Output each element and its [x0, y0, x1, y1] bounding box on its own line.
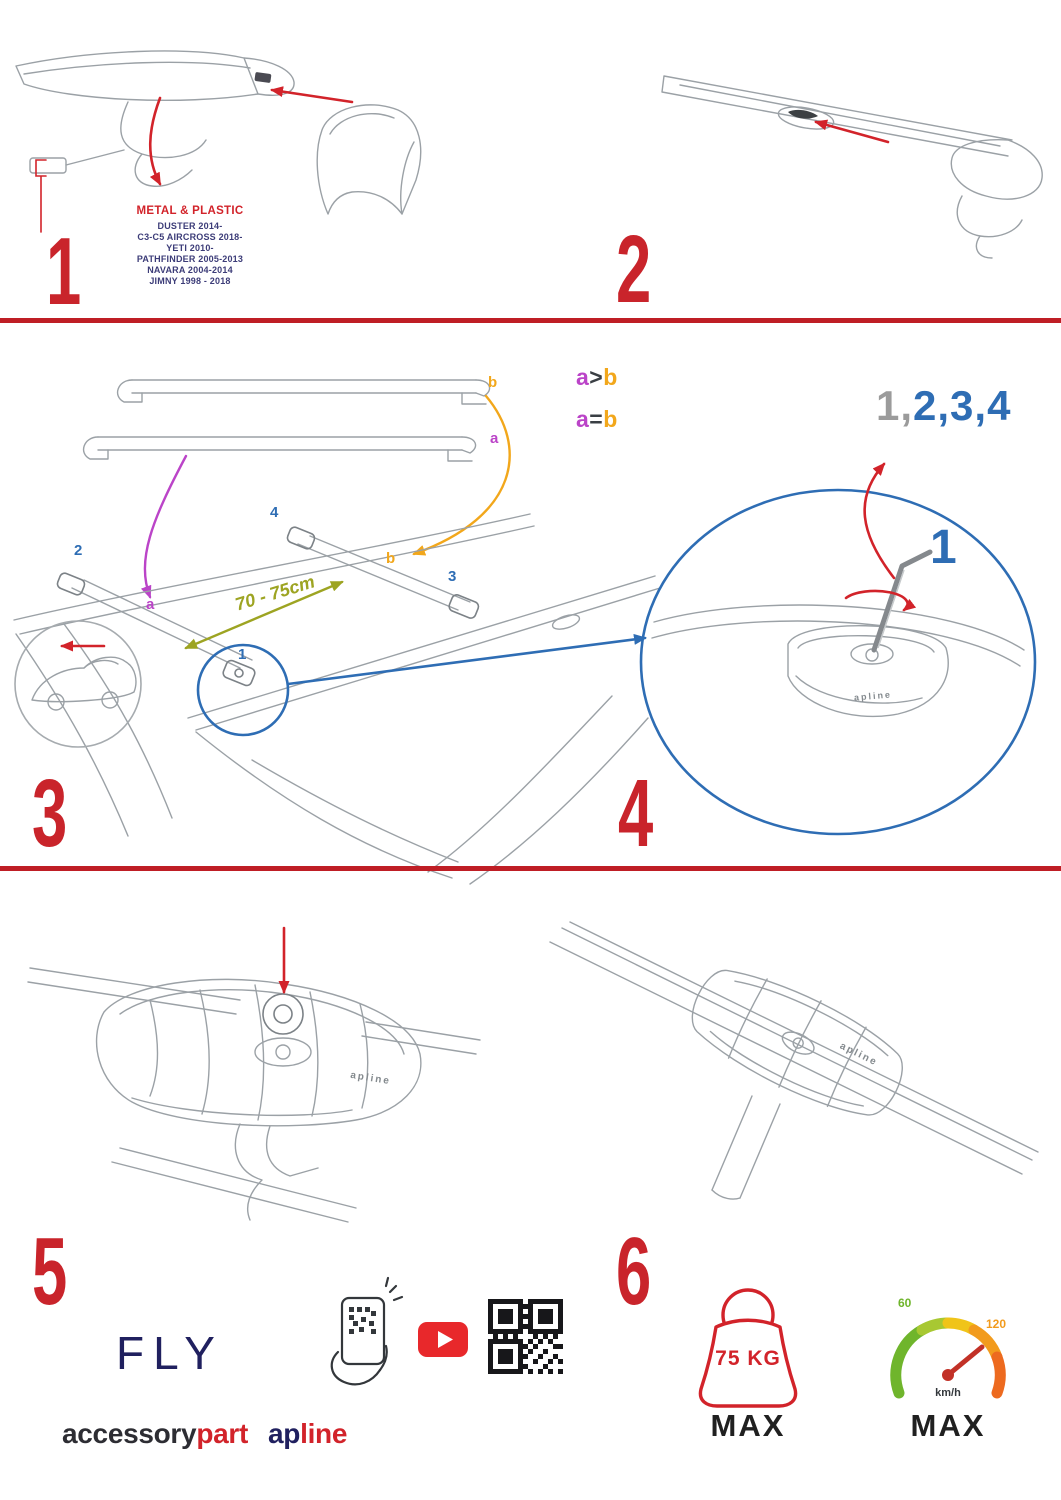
- max-weight-value: 75 KG: [715, 1347, 781, 1370]
- position-label-1: 1: [238, 646, 247, 663]
- cap-logo-mark: [254, 72, 272, 83]
- step-5-number: 5: [32, 1218, 68, 1325]
- rule-a: a: [576, 406, 590, 432]
- play-triangle: [438, 1331, 453, 1348]
- max-weight-label: MAX: [710, 1408, 786, 1443]
- car-direction-inset-circle: [14, 620, 142, 748]
- material-label: METAL & PLASTIC: [136, 205, 244, 217]
- qr-code: [485, 1296, 566, 1377]
- step-2-number: 2: [616, 216, 652, 323]
- position-label-b: b: [386, 550, 396, 567]
- model-item: C3-C5 AIRCROSS 2018-: [137, 232, 243, 242]
- weight-limit-icon: [698, 1288, 798, 1408]
- slot-opening: [788, 109, 818, 119]
- step-4-number: 4: [618, 760, 654, 867]
- arrow-to-sequence: [863, 462, 896, 580]
- panel3-bars-art: [82, 379, 511, 599]
- phone-scan-icon: [330, 1276, 404, 1386]
- brand-accessory: accessory: [62, 1418, 197, 1449]
- rule-a: a: [576, 364, 590, 390]
- youtube-icon: [418, 1322, 468, 1357]
- panel1-crossbar-end-art: [15, 50, 422, 233]
- brand-part: part: [196, 1418, 249, 1449]
- panel4-magnified-art: [639, 462, 1037, 836]
- arrow-clamp-edge: [148, 96, 162, 186]
- rule-op: =: [589, 406, 604, 432]
- leader-to-model-list: [35, 159, 47, 233]
- magnifier-ellipse: [639, 488, 1037, 836]
- gauge-needle: [945, 1344, 985, 1378]
- position-label-3: 3: [448, 568, 457, 585]
- rule-a-equals-b: a=b: [576, 406, 618, 433]
- max-speed-label: MAX: [910, 1408, 986, 1443]
- model-item: YETI 2010-: [166, 243, 214, 253]
- brand-line: line: [300, 1418, 348, 1449]
- position-label-4: 4: [270, 504, 279, 521]
- tension-knob: [262, 993, 304, 1035]
- rule-b: b: [603, 406, 618, 432]
- step-1-number: 1: [46, 218, 82, 325]
- panel5-clamp-art: [27, 926, 481, 1223]
- rule-a-greater-b: a>b: [576, 364, 618, 391]
- model-item: NAVARA 2004-2014: [147, 265, 233, 275]
- gauge-unit: km/h: [935, 1387, 961, 1399]
- bar-label-a: a: [490, 430, 499, 447]
- dimension-arrow: [184, 580, 344, 650]
- detail-callout-circle: [196, 643, 290, 737]
- panel2-bar-slot-art: [661, 75, 1043, 259]
- position-label-a: a: [146, 596, 155, 613]
- panel6-clamp-art: [549, 921, 1039, 1200]
- arrow-to-magnified-view: [286, 633, 647, 686]
- arrow-bar-a-to-roof: [140, 454, 188, 599]
- section-divider-top: [0, 318, 1061, 323]
- sequence-step-one: 1: [930, 521, 957, 574]
- rule-b: b: [603, 364, 618, 390]
- sequence-rest: 2,3,4: [913, 382, 1012, 429]
- product-name: FLY: [116, 1327, 224, 1379]
- arrow-rotate-key: [844, 589, 917, 612]
- arrow-cover-to-cap: [270, 86, 354, 104]
- arrow-bar-b-to-roof: [412, 394, 511, 556]
- arrow-into-slot: [814, 119, 890, 144]
- model-item: DUSTER 2014-: [157, 221, 223, 231]
- speed-limit-gauge-icon: [890, 1317, 1006, 1399]
- allen-key: [871, 549, 933, 653]
- model-item: PATHFINDER 2005-2013: [136, 254, 244, 264]
- step-6-number: 6: [616, 1218, 652, 1325]
- tightening-sequence: 1,2,3,4: [876, 382, 1011, 430]
- brand-ap: ap: [268, 1418, 301, 1449]
- model-item: JIMNY 1998 - 2018: [149, 276, 231, 286]
- panel3-car-roof-art: [13, 513, 661, 885]
- compatibility-block: METAL & PLASTIC DUSTER 2014- C3-C5 AIRCR…: [84, 204, 296, 287]
- sequence-first: 1,: [876, 382, 914, 429]
- gauge-high-speed: 120: [986, 1317, 1007, 1331]
- step-3-number: 3: [32, 760, 68, 867]
- bar-label-b: b: [488, 374, 498, 391]
- section-divider-bottom: [0, 866, 1061, 871]
- rule-op: >: [589, 364, 604, 390]
- position-label-2: 2: [74, 542, 83, 559]
- gauge-low-speed: 60: [898, 1296, 912, 1310]
